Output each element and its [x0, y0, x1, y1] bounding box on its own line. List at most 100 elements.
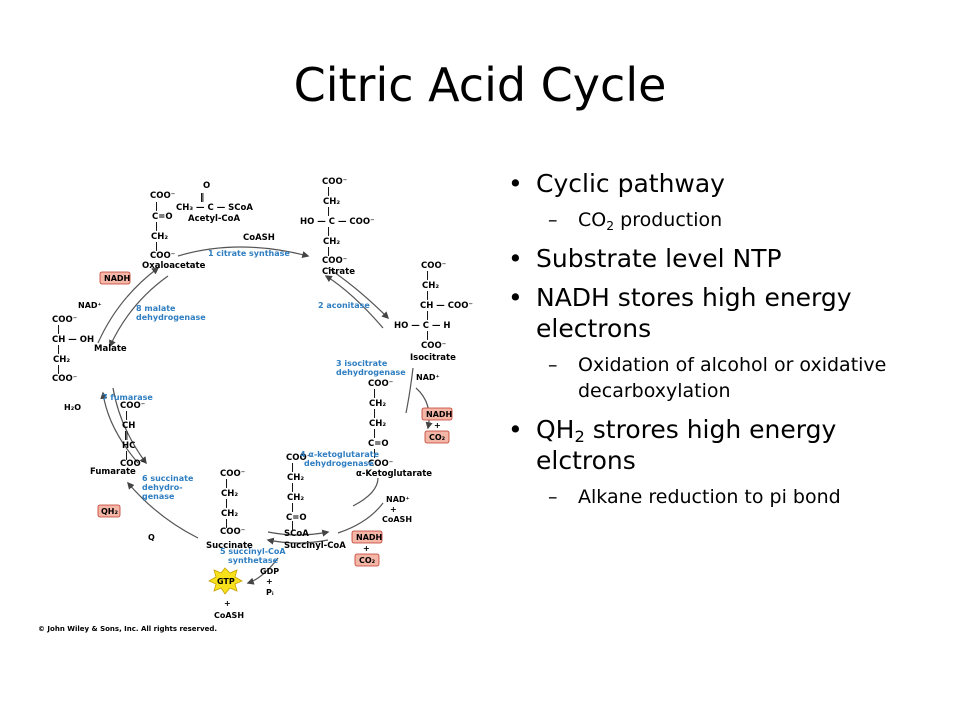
svg-text:COO⁻: COO⁻: [220, 527, 245, 537]
svg-text:|: |: [327, 207, 330, 217]
succinyl-coa-label: Succinyl-CoA: [284, 541, 346, 551]
fumarate-label: Fumarate: [90, 467, 136, 477]
nadh-label-2: NADH: [426, 410, 452, 419]
svg-text:|: |: [327, 227, 330, 237]
sub-bullet-4-text: Alkane reduction to pi bond: [578, 486, 841, 508]
bullet-4: • QH2 strores high energy elctrons: [508, 414, 928, 476]
nad-label-3: NAD⁺: [386, 495, 410, 504]
nad-label-1: NAD⁺: [78, 301, 102, 310]
svg-text:|: |: [155, 202, 158, 212]
succinate-structure: COO⁻ | CH₂ | CH₂ | COO⁻ Succinate: [206, 469, 253, 551]
svg-text:COO⁻: COO⁻: [220, 469, 245, 479]
bullet-3: • NADH stores high energy electrons: [508, 282, 928, 344]
acetyl-coa-label: Acetyl-CoA: [188, 214, 241, 224]
svg-text:|: |: [225, 519, 228, 529]
gdp-label: GDP: [260, 567, 279, 576]
svg-text:‖: ‖: [124, 431, 128, 441]
coash-label-2: CoASH: [382, 515, 412, 524]
enzyme-5b: synthetase: [228, 556, 279, 565]
malate-structure: COO⁻ | CH — OH | CH₂ | COO⁻ Malate: [52, 315, 127, 384]
svg-text:COO⁻: COO⁻: [150, 191, 175, 201]
svg-text:|: |: [155, 222, 158, 232]
svg-text:HC: HC: [122, 441, 135, 451]
sub-bullet-dash: –: [548, 209, 558, 231]
isocitrate-label: Isocitrate: [410, 353, 456, 363]
nad-label-2: NAD⁺: [416, 373, 440, 382]
cycle-arrows: [97, 246, 433, 585]
svg-text:|: |: [373, 389, 376, 399]
svg-text:CH — OH: CH — OH: [52, 335, 94, 345]
succinate-label: Succinate: [206, 541, 253, 551]
svg-text:C=O: C=O: [152, 212, 173, 222]
svg-text:COO⁻: COO⁻: [52, 374, 77, 384]
malate-label: Malate: [94, 344, 127, 354]
svg-text:HO — C — H: HO — C — H: [394, 321, 451, 331]
sub-bullet-3-text: Oxidation of alcohol or oxidative decarb…: [578, 354, 887, 402]
svg-text:|: |: [291, 483, 294, 493]
scoa-label: SCoA: [284, 529, 309, 539]
gtp-burst: [208, 567, 243, 595]
plus-1: +: [434, 421, 441, 430]
svg-text:COO⁻: COO⁻: [52, 315, 77, 325]
co2-label-1: CO₂: [429, 433, 446, 442]
svg-text:|: |: [426, 291, 429, 301]
svg-text:COO⁻: COO⁻: [368, 379, 393, 389]
ketoglutarate-structure: COO⁻ | CH₂ | CH₂ | C=O | COO⁻ α-Ketoglut…: [356, 379, 432, 479]
enzyme-8b: dehydrogenase: [136, 313, 206, 322]
enzyme-4a: 4 α-ketoglutarate: [300, 450, 380, 459]
svg-text:CH₂: CH₂: [422, 281, 439, 291]
enzyme-6b: dehydro-: [142, 483, 183, 492]
svg-text:COO⁻: COO⁻: [120, 459, 145, 469]
citrate-label: Citrate: [322, 267, 355, 277]
svg-text:|: |: [426, 311, 429, 321]
co2-badge-2: [354, 553, 380, 567]
svg-text:|: |: [291, 503, 294, 513]
cofactor-labels: NADH NAD⁺ H₂O NAD⁺ NADH + CO₂ NAD⁺ + CoA…: [64, 271, 453, 620]
slide-title: Citric Acid Cycle: [293, 58, 667, 112]
bullet-dot: •: [508, 244, 523, 273]
citric-acid-cycle-diagram: O ‖ CH₃ — C — SCoA Acetyl-CoA CoASH COO⁻…: [38, 177, 473, 633]
svg-text:COO⁻: COO⁻: [421, 341, 446, 351]
svg-text:|: |: [327, 187, 330, 197]
enzyme-2: 2 aconitase: [318, 301, 370, 310]
svg-text:C=O: C=O: [286, 513, 307, 523]
h2o-label: H₂O: [64, 403, 81, 412]
bullet-2-text: Substrate level NTP: [536, 244, 782, 273]
svg-text:|: |: [57, 345, 60, 355]
enzyme-5a: 5 succinyl-CoA: [220, 547, 286, 556]
bullet-dot: •: [508, 169, 523, 198]
svg-text:CH₃ — C — SCoA: CH₃ — C — SCoA: [176, 203, 253, 213]
svg-text:|: |: [373, 429, 376, 439]
plus-3: +: [363, 544, 370, 553]
svg-text:CH₂: CH₂: [369, 399, 386, 409]
svg-text:COO⁻: COO⁻: [421, 261, 446, 271]
svg-text:‖: ‖: [200, 193, 204, 203]
co2-badge-1: [424, 430, 450, 444]
sub-bullet-4: – Alkane reduction to pi bond: [508, 484, 928, 510]
enzyme-8a: 8 malate: [136, 304, 176, 313]
svg-text:CH₂: CH₂: [323, 237, 340, 247]
svg-text:COO⁻: COO⁻: [120, 401, 145, 411]
bullet-list: • Cyclic pathway – CO2 production • Subs…: [508, 168, 928, 520]
sub-bullet-3: – Oxidation of alcohol or oxidative deca…: [508, 352, 928, 404]
svg-text:|: |: [373, 449, 376, 459]
svg-text:|: |: [291, 521, 294, 531]
plus-2: +: [390, 505, 397, 514]
svg-text:CH₂: CH₂: [287, 473, 304, 483]
qh2-badge: [97, 504, 121, 518]
svg-text:|: |: [225, 499, 228, 509]
plus-5: +: [224, 599, 231, 608]
pi-label: Pᵢ: [266, 588, 274, 597]
svg-text:CH₂: CH₂: [369, 419, 386, 429]
enzyme-7: 7 fumarase: [102, 393, 153, 402]
gtp-label: GTP: [217, 577, 235, 586]
svg-text:|: |: [155, 242, 158, 252]
citrate-structure: COO⁻ | CH₂ | HO — C — COO⁻ | CH₂ | COO⁻ …: [300, 177, 375, 277]
svg-text:|: |: [327, 247, 330, 257]
svg-text:COO⁻: COO⁻: [368, 459, 393, 469]
svg-text:CH₂: CH₂: [287, 493, 304, 503]
qh2-label: QH₂: [101, 507, 118, 516]
enzyme-6a: 6 succinate: [142, 474, 194, 483]
svg-text:COO⁻: COO⁻: [286, 453, 311, 463]
bullet-1: • Cyclic pathway: [508, 168, 928, 199]
